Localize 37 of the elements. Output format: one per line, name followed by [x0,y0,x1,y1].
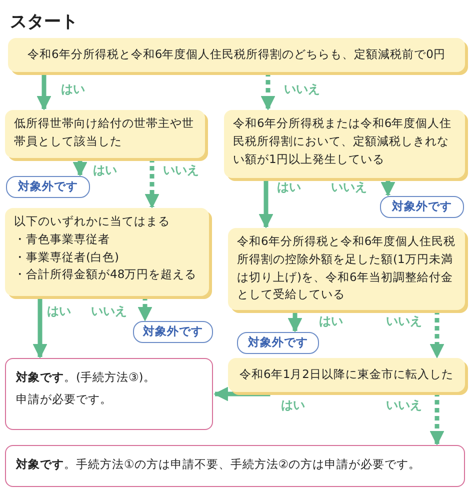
result-badge: 対象外です [237,332,319,354]
question-box: 令和6年1月2日以降に東金市に転入した [228,358,465,392]
edge-label: はい [60,82,86,96]
result-box: 対象です。(手続方法③)。 申請が必要です。 [5,358,213,430]
edge-label: はい [46,304,72,318]
edge-label: はい [276,180,302,194]
arrow [36,72,52,110]
result-badge: 対象外です [6,176,90,198]
arrow [72,158,88,176]
question-box: 低所得世帯向け給付の世帯主や世帯員として該当した [5,110,205,158]
edge-label: いいえ [90,304,128,318]
result-badge: 対象外です [380,196,464,218]
edge-label: いいえ [330,180,368,194]
result-box: 対象です。手続方法①の方は申請不要、手続方法②の方は申請が必要です。 [5,445,465,487]
question-box: 令和6年分所得税または令和6年度個人住民税所得割において、定額減税しきれない額が1円以上発生している [224,110,465,178]
edge-label: はい [318,314,344,328]
edge-label: いいえ [385,398,423,412]
arrow [32,296,48,358]
edge-label: いいえ [385,314,423,328]
edge-label: いいえ [283,82,321,96]
arrow [138,296,152,322]
arrow [260,72,276,110]
edge-label: はい [280,398,306,412]
arrow [430,310,444,358]
title: スタート [10,11,78,33]
question-box: 令和6年分所得税と令和6年度個人住民税所得割の控除外額を足した額(1万円未満は切り上げ)を、令和6年当初調整給付金として受給している [228,228,465,310]
arrow [258,178,274,228]
question-box: 令和6年分所得税と令和6年度個人住民税所得割のどちらも、定額減税前で0円 [8,38,465,72]
result-badge: 対象外です [133,321,213,343]
arrow [144,158,160,208]
arrow [430,392,444,446]
arrow [214,386,270,402]
edge-label: はい [92,163,118,177]
question-box: 以下のいずれかに当てはまる ・青色事業専従者 ・事業専従者(白色) ・合計所得金額が48万円を超える [5,208,209,296]
arrow [288,310,302,332]
edge-label: いいえ [162,163,200,177]
arrow [380,178,396,196]
